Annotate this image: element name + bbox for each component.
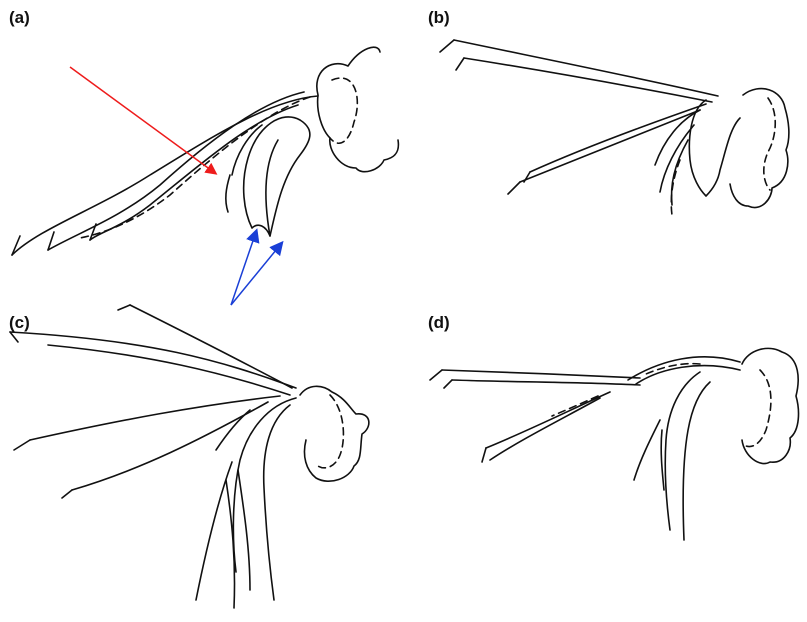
panel-d: (d) xyxy=(404,311,807,622)
panel-label-d: (d) xyxy=(428,313,450,333)
panel-label-b: (b) xyxy=(428,8,450,28)
panel-a: (a) xyxy=(0,0,404,311)
panel-c: (c) xyxy=(0,311,404,622)
panel-label-a: (a) xyxy=(9,8,30,28)
panel-label-c: (c) xyxy=(9,313,30,333)
panel-b: (b) xyxy=(404,0,807,311)
